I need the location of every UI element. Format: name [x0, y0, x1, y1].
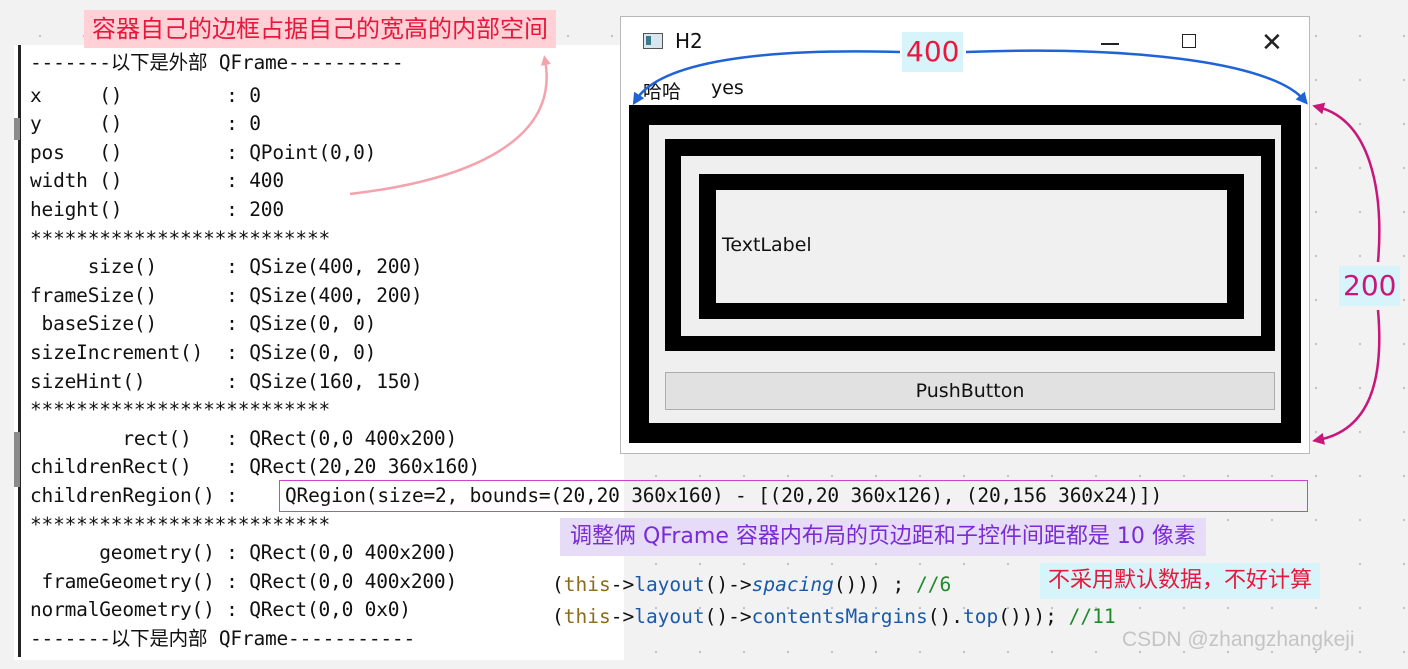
blue-right-arrow — [965, 49, 1308, 105]
console-line: ************************** — [30, 227, 331, 250]
default-data-note: 不采用默认数据，不好计算 — [1040, 563, 1321, 599]
console-edge-mark — [14, 118, 20, 140]
text-label-area: TextLabel — [716, 190, 1227, 303]
console-line: frameSize() : QSize(400, 200) — [30, 284, 423, 307]
text-label-border: TextLabel — [699, 174, 1244, 319]
console-line: childrenRegion() : — [30, 484, 250, 507]
console-line: y () : 0 — [30, 112, 261, 135]
inner-qframe-border: TextLabel — [665, 139, 1275, 351]
outer-qframe: TextLabel PushButton — [629, 105, 1301, 443]
close-icon[interactable]: ✕ — [1261, 28, 1283, 58]
console-line: -------以下是内部 QFrame----------- — [30, 627, 415, 650]
console-line: frameGeometry() : QRect(0,0 400x200) — [30, 570, 458, 593]
console-line: height() : 200 — [30, 198, 284, 221]
maximize-icon[interactable] — [1182, 34, 1196, 48]
console-output-panel — [14, 45, 624, 660]
console-line: x () : 0 — [30, 84, 261, 107]
console-line: sizeHint() : QSize(160, 150) — [30, 370, 423, 393]
console-line: width () : 400 — [30, 169, 284, 192]
console-line: childrenRect() : QRect(20,20 360x160) — [30, 455, 481, 478]
children-region-highlight-box — [279, 480, 1308, 512]
console-line: baseSize() : QSize(0, 0) — [30, 312, 377, 335]
console-line: geometry() : QRect(0,0 400x200) — [30, 541, 457, 564]
pink-curve-arrow — [349, 55, 551, 196]
children-region-value: QRegion(size=2, bounds=(20,20 360x160) -… — [285, 484, 1163, 507]
layout-margin-note: 调整俩 QFrame 容器内布局的页边距和子控件间距都是 10 像素 — [560, 518, 1206, 556]
minimize-icon[interactable] — [1101, 43, 1119, 45]
console-line: rect() : QRect(0,0 400x200) — [30, 427, 457, 450]
console-line: pos () : QPoint(0,0) — [30, 141, 377, 164]
console-line: size() : QSize(400, 200) — [30, 255, 423, 278]
width-dimension-label: 400 — [902, 32, 964, 72]
border-space-annotation: 容器自己的边框占据自己的宽高的内部空间 — [84, 10, 556, 48]
console-line: normalGeometry() : QRect(0,0 0x0) — [30, 598, 411, 621]
console-line: -------以下是外部 QFrame---------- — [30, 51, 404, 74]
inner-qframe-content: TextLabel — [681, 156, 1261, 336]
text-label: TextLabel — [722, 234, 812, 256]
watermark: CSDN @zhangzhangkeji — [1122, 628, 1355, 651]
code-line-spacing: (this->layout()->spacing())) ; //6 — [552, 573, 952, 596]
console-left-border — [18, 45, 21, 657]
outer-qframe-content: TextLabel PushButton — [649, 125, 1281, 423]
console-line: ************************** — [30, 398, 331, 421]
window-title: H2 — [675, 29, 703, 53]
blue-left-arrow — [632, 50, 901, 106]
app-window: H2 ✕ 哈哈 yes TextLabel PushButton — [620, 16, 1310, 454]
window-app-icon — [643, 33, 663, 49]
height-dimension-label: 200 — [1339, 266, 1401, 306]
menu-item-haha[interactable]: 哈哈 — [643, 81, 682, 103]
magenta-bottom-arrow — [1312, 309, 1381, 445]
magenta-top-arrow — [1312, 102, 1381, 263]
push-button[interactable]: PushButton — [665, 372, 1275, 410]
menu-bar: 哈哈 yes — [621, 73, 1309, 103]
code-line-margins: (this->layout()->contentsMargins().top()… — [552, 605, 1116, 628]
console-edge-mark — [14, 432, 20, 487]
console-line: sizeIncrement() : QSize(0, 0) — [30, 341, 377, 364]
menu-item-yes[interactable]: yes — [711, 77, 744, 99]
console-line: ************************** — [30, 513, 331, 536]
